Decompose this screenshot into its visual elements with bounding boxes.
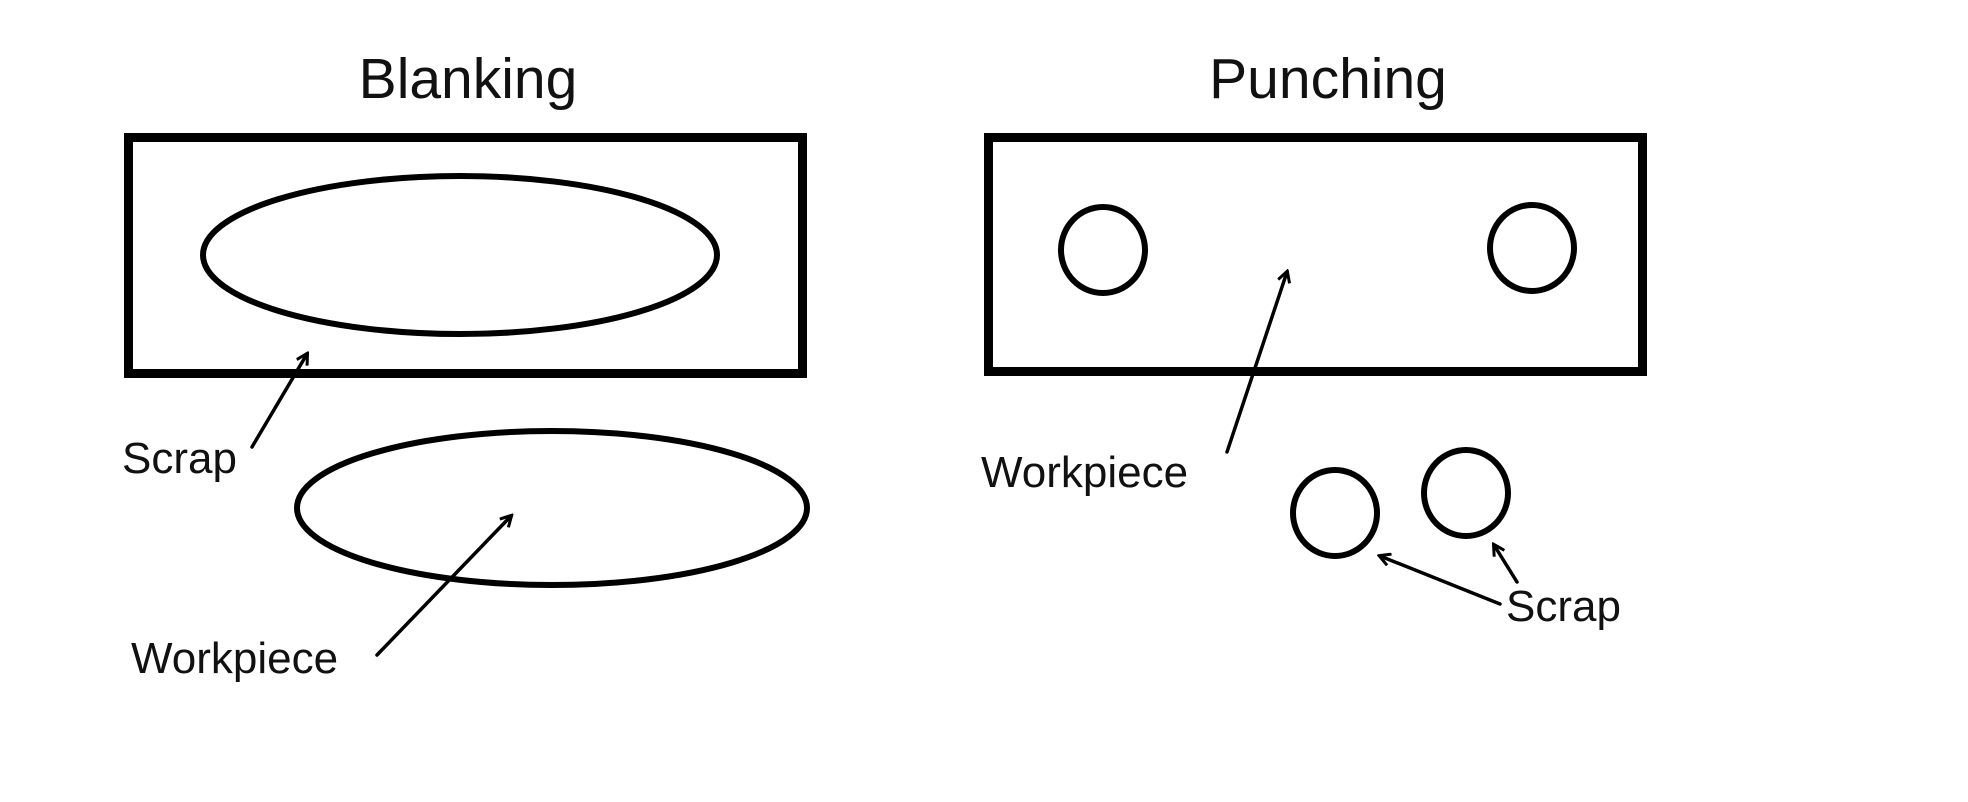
punching-workpiece-label: Workpiece (981, 448, 1188, 497)
blanking-workpiece-ellipse (294, 428, 810, 588)
blanking-workpiece-label: Workpiece (131, 634, 338, 683)
punching-hole-left (1058, 204, 1148, 296)
blanking-workpiece-arrow-icon (375, 516, 511, 657)
punching-workpiece-arrow-icon (1225, 272, 1287, 454)
blanking-title: Blanking (359, 47, 578, 111)
blanking-scrap-arrow-icon (250, 354, 307, 449)
punching-title: Punching (1209, 47, 1447, 111)
blanking-scrap-label: Scrap (122, 434, 237, 483)
punching-scrap-slug-2 (1421, 447, 1511, 539)
punching-scrap-label: Scrap (1506, 582, 1621, 631)
punching-scrap-arrow-2-icon (1494, 545, 1519, 584)
blanking-scrap-sheet (124, 133, 807, 378)
punching-scrap-arrow-1-icon (1380, 556, 1502, 606)
blanking-hole-outline (200, 173, 720, 337)
punching-hole-right (1487, 202, 1577, 294)
punching-scrap-slug-1 (1290, 467, 1380, 559)
punching-workpiece-sheet (984, 133, 1647, 376)
blanking-panel: Blanking Scrap Workpiece (122, 47, 810, 683)
punching-panel: Punching Workpiece Scrap (981, 47, 1647, 631)
